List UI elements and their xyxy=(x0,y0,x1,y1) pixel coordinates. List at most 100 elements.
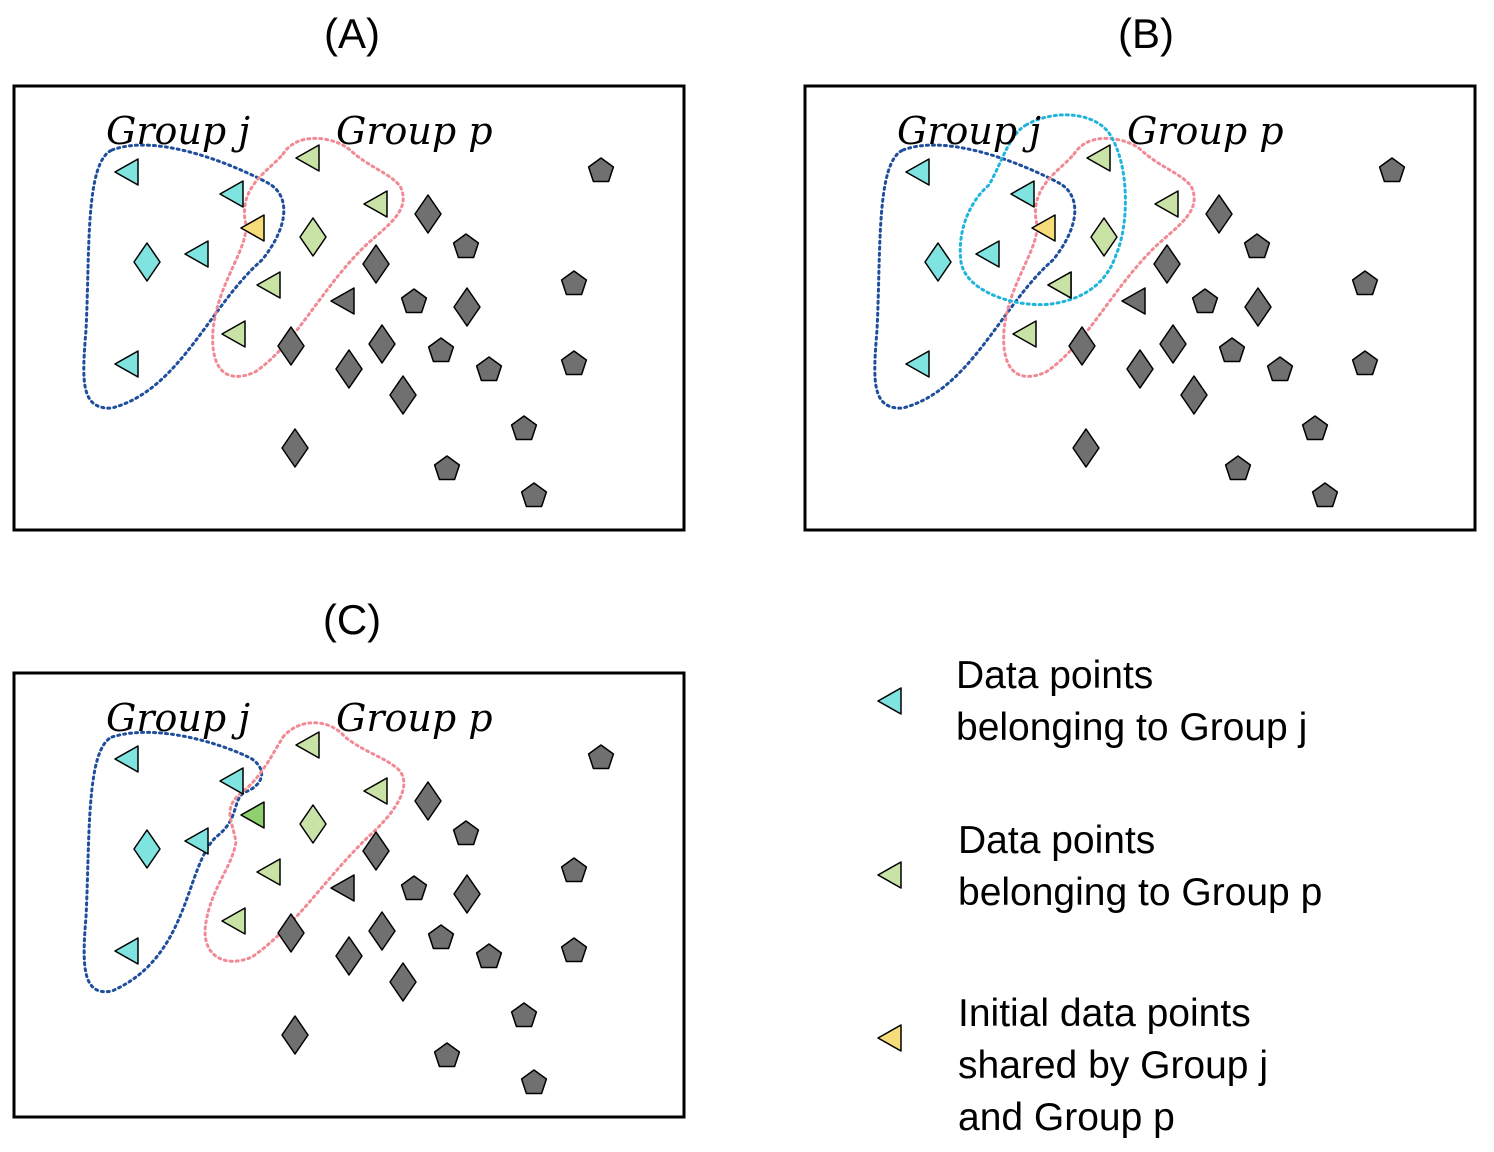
panel-a-other-tri-14 xyxy=(330,287,355,315)
panel-b-group-p-tri-30 xyxy=(1047,271,1072,299)
panel-b-other-pent-19 xyxy=(1218,337,1246,363)
panel-b-other-pent-15 xyxy=(1191,288,1219,314)
panel-a-group-p-dia-7 xyxy=(299,217,327,257)
panel-c-points xyxy=(82,721,615,1095)
panel-a-group-p-tri-8 xyxy=(256,271,281,299)
panel-a-other-dia-12 xyxy=(362,244,390,284)
panel-a-frame xyxy=(12,84,686,532)
panel-b-other-dia-12 xyxy=(1153,244,1181,284)
panel-b-other-dia-20 xyxy=(1126,349,1154,389)
panel-b-other-pent-27 xyxy=(1311,482,1339,508)
legend-marker-group-p xyxy=(877,861,902,889)
panel-a-other-pent-24 xyxy=(510,415,538,441)
panel-b-other-dia-10 xyxy=(1205,194,1233,234)
panel-a-other-pent-11 xyxy=(452,233,480,259)
legend-item-group-p-line-2: belonging to Group p xyxy=(958,871,1322,914)
panel-a-outline-j-boundary xyxy=(82,143,286,410)
panel-b-other-pent-26 xyxy=(1224,455,1252,481)
panel-b-group-j-tri-1 xyxy=(1010,180,1035,208)
legend-marker-group-j xyxy=(877,687,902,715)
panel-c-other-dia-17 xyxy=(277,913,305,953)
panel-b-group-p-tri-5 xyxy=(1086,144,1111,172)
legend-item-shared-line-2: shared by Group j xyxy=(958,1044,1268,1087)
legend-item-shared: Initial data points shared by Group j an… xyxy=(877,992,1268,1139)
panel-a-group-j-label: Group j xyxy=(106,109,250,153)
panel-c-other-dia-23 xyxy=(389,962,417,1002)
panel-a-other-dia-10 xyxy=(414,194,442,234)
legend-marker-shared xyxy=(877,1024,902,1052)
legend-item-group-j-line-1: Data points xyxy=(956,654,1153,697)
panel-b-other-pent-28 xyxy=(1378,157,1406,183)
legend-item-group-p-line-1: Data points xyxy=(958,819,1155,862)
panel-a: Group j Group p xyxy=(12,84,686,532)
panel-c-other-dia-20 xyxy=(335,936,363,976)
panel-b-points xyxy=(873,113,1406,508)
panel-a-other-pent-26 xyxy=(433,455,461,481)
panel-c-outline-p-boundary xyxy=(203,721,406,963)
panel-c-other-pent-26 xyxy=(433,1042,461,1068)
panel-a-other-pent-13 xyxy=(560,270,588,296)
panel-a-other-dia-20 xyxy=(335,349,363,389)
panel-c-other-pent-21 xyxy=(475,943,503,969)
panel-c-group-p-tri-5 xyxy=(295,731,320,759)
panel-c-other-pent-11 xyxy=(452,820,480,846)
panel-c-other-pent-28 xyxy=(587,744,615,770)
panel-a-group-p-tri-5 xyxy=(295,144,320,172)
panel-c-other-dia-18 xyxy=(368,911,396,951)
panel-a-group-p-tri-6 xyxy=(363,190,388,218)
legend: Data points belonging to Group j Data po… xyxy=(877,654,1322,1139)
panel-b-other-dia-17 xyxy=(1068,326,1096,366)
panel-b-other-pent-11 xyxy=(1243,233,1271,259)
panel-a-other-dia-18 xyxy=(368,324,396,364)
panel-b-other-pent-24 xyxy=(1301,415,1329,441)
panel-c-group-p-tri-9 xyxy=(221,907,246,935)
panel-a-other-dia-25 xyxy=(281,428,309,468)
panel-c: Group j Group p xyxy=(12,671,686,1119)
panel-c-other-dia-16 xyxy=(453,874,481,914)
panel-a-other-dia-23 xyxy=(389,375,417,415)
panel-a-group-j-tri-1 xyxy=(219,180,244,208)
panel-a-shared-tri-29 xyxy=(240,214,265,242)
panel-b-other-pent-21 xyxy=(1266,356,1294,382)
panel-b-group-j-label: Group j xyxy=(897,109,1041,153)
panel-b-group-j-tri-0 xyxy=(905,158,930,186)
panel-c-group-p-tri-8 xyxy=(256,858,281,886)
panel-c-outline-j-boundary xyxy=(82,730,264,994)
panel-c-group-j-tri-4 xyxy=(114,937,139,965)
panel-a-group-j-tri-3 xyxy=(184,240,209,268)
panel-c-other-pent-27 xyxy=(520,1069,548,1095)
panel-a-other-pent-28 xyxy=(587,157,615,183)
panel-a-group-j-dia-2 xyxy=(133,242,161,282)
panel-c-group-j-tri-0 xyxy=(114,745,139,773)
panel-b-group-p-dia-7 xyxy=(1090,217,1118,257)
panel-a-other-pent-27 xyxy=(520,482,548,508)
panel-c-group-p-label: Group p xyxy=(336,696,493,740)
panel-b-other-tri-14 xyxy=(1121,287,1146,315)
panel-b-other-dia-16 xyxy=(1244,287,1272,327)
panel-b-other-dia-25 xyxy=(1072,428,1100,468)
panel-c-other-dia-25 xyxy=(281,1015,309,1055)
panel-b-group-j-dia-2 xyxy=(924,242,952,282)
panel-c-label: (C) xyxy=(323,596,381,643)
panel-b-group-p-label: Group p xyxy=(1127,109,1284,153)
panel-b-other-dia-23 xyxy=(1180,375,1208,415)
legend-item-group-j-line-2: belonging to Group j xyxy=(956,706,1307,749)
panel-b-other-pent-22 xyxy=(1351,350,1379,376)
panel-b-group-j-tri-3 xyxy=(975,240,1000,268)
panel-a-group-j-tri-4 xyxy=(114,350,139,378)
panel-a-points xyxy=(82,136,615,508)
panel-a-other-dia-16 xyxy=(453,287,481,327)
panel-b-outline-j-boundary xyxy=(873,143,1077,410)
panel-b-group-j-tri-4 xyxy=(905,350,930,378)
panel-c-other-pent-15 xyxy=(400,875,428,901)
panel-b-shared-tri-29 xyxy=(1031,214,1056,242)
panel-a-other-pent-19 xyxy=(427,337,455,363)
panel-b-group-p-tri-9 xyxy=(1012,320,1037,348)
panel-c-other-tri-14 xyxy=(330,874,355,902)
panel-a-label: (A) xyxy=(324,10,380,57)
panel-c-other-pent-19 xyxy=(427,924,455,950)
panel-a-group-p-label: Group p xyxy=(336,109,493,153)
panel-c-group-p-dark-tri-29 xyxy=(240,801,265,829)
panel-a-other-pent-15 xyxy=(400,288,428,314)
